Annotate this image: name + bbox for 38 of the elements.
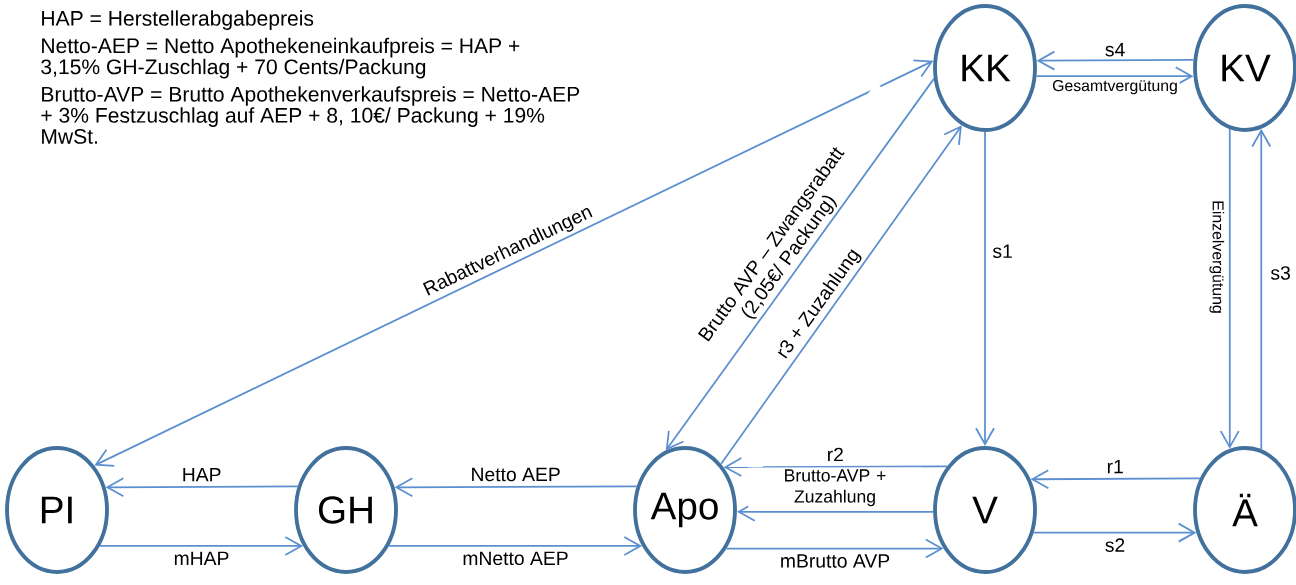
arrow — [1219, 128, 1240, 449]
edge-label: s4 — [1103, 41, 1127, 59]
edge-label: mNetto AEP — [460, 549, 571, 567]
edge-label: Netto AEP — [468, 466, 563, 483]
arrow — [1036, 50, 1195, 71]
arrow — [1032, 522, 1197, 543]
edge-label: HAP — [180, 466, 224, 483]
edge-label: mHAP — [171, 549, 232, 567]
arrow — [99, 536, 304, 556]
arrow — [723, 457, 948, 477]
arrow — [94, 59, 934, 467]
edge-label: mBrutto AVP — [778, 552, 892, 570]
circle-node: V — [933, 446, 1037, 574]
circle-node: GH — [294, 446, 398, 574]
definition-text: Netto-AEP = Netto Apothekeneinkaufpreis = HAP + 3,15% GH-Zuschlag + 70 Cents/Packung — [41, 37, 520, 79]
arrow — [1030, 469, 1201, 490]
edge-label: s3 — [1268, 264, 1293, 282]
edge-label: s2 — [1103, 536, 1127, 554]
arrow — [1251, 128, 1272, 451]
arrow — [105, 477, 299, 498]
edge-label: r1 — [1104, 458, 1126, 475]
arrow — [665, 78, 935, 451]
arrow — [388, 536, 643, 556]
arrow — [394, 477, 638, 498]
arrow — [975, 131, 995, 447]
definition-text: HAP = Herstellerabgabepreis — [42, 10, 314, 30]
edge-label: s1 — [990, 242, 1015, 260]
edge-label: Brutto-AVP + Zuzahlung — [748, 467, 922, 508]
circle-node: PI — [5, 446, 109, 574]
arrow — [720, 125, 962, 465]
definition-text: Brutto-AVP = Brutto Apothekenverkaufspreis = Netto-AEP + 3% Festzuschlag auf AEP + 8, 10€/ Packung + 19% MwSt. — [41, 86, 580, 144]
edge-label: Gesamtvergütung — [1050, 78, 1180, 97]
edge-label: Einzelvergütung — [1207, 198, 1226, 316]
circle-node: KK — [933, 4, 1037, 132]
arrow — [725, 538, 944, 559]
circle-node: Apo — [633, 446, 737, 574]
arrow — [1035, 66, 1194, 86]
edge-label: r2 — [824, 445, 846, 463]
